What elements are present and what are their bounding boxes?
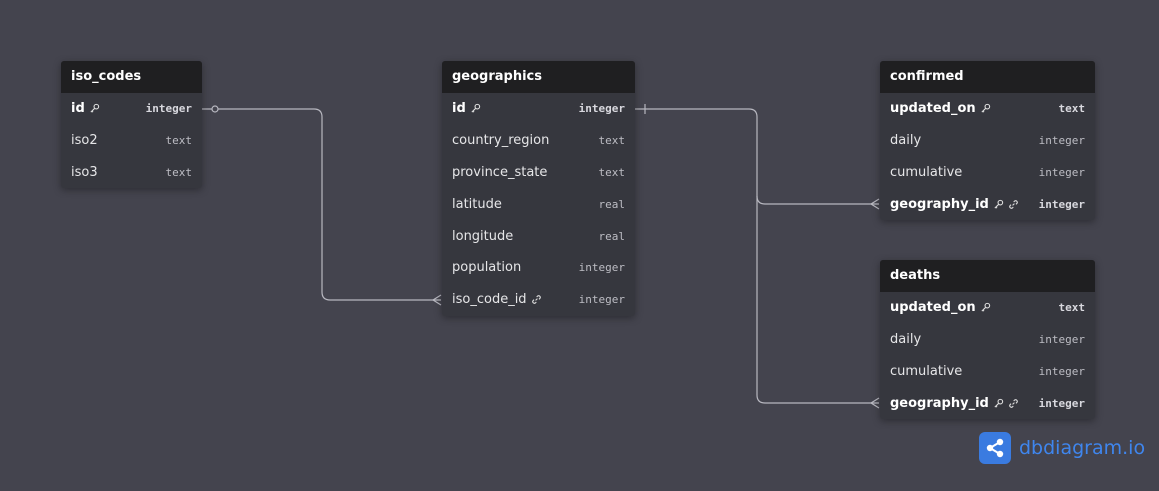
relation-zero-marker	[211, 105, 219, 113]
field-name: country_region	[452, 133, 550, 149]
relation-iso-codes-geographics	[202, 108, 441, 301]
field-type: real	[598, 229, 626, 243]
field-name: id	[452, 101, 466, 117]
field-row-geography-id[interactable]: geography_id integer	[880, 387, 1095, 419]
link-icon	[531, 294, 542, 305]
field-type: integer	[578, 293, 625, 307]
field-name: iso3	[71, 164, 98, 180]
table-header[interactable]: confirmed	[880, 61, 1095, 93]
field-name: iso_code_id	[452, 292, 527, 308]
link-icon	[1008, 398, 1019, 409]
relation-many-marker	[869, 397, 880, 409]
field-name: province_state	[452, 164, 548, 180]
field-type: real	[598, 197, 626, 211]
field-row-longitude[interactable]: longitude real	[442, 220, 635, 252]
field-type: text	[165, 134, 193, 148]
table-header[interactable]: iso_codes	[61, 61, 202, 93]
field-name: updated_on	[890, 101, 976, 117]
field-type: integer	[1038, 197, 1085, 211]
field-row-updated-on[interactable]: updated_on text	[880, 93, 1095, 125]
field-type: integer	[1038, 165, 1085, 179]
table-geographics[interactable]: geographics id integer country_region te…	[442, 61, 635, 316]
field-row-id[interactable]: id integer	[442, 93, 635, 125]
table-header[interactable]: geographics	[442, 61, 635, 93]
brand-name: dbdiagram.io	[1019, 437, 1146, 459]
brand-watermark[interactable]: dbdiagram.io	[979, 432, 1145, 464]
field-type: integer	[578, 261, 625, 275]
link-icon	[1008, 199, 1019, 210]
field-name: population	[452, 260, 522, 276]
field-name: cumulative	[890, 164, 963, 180]
field-row-id[interactable]: id integer	[61, 93, 202, 125]
field-name: geography_id	[890, 395, 989, 411]
field-row-province-state[interactable]: province_state text	[442, 157, 635, 189]
field-type: text	[165, 165, 193, 179]
table-header[interactable]: deaths	[880, 260, 1095, 292]
field-row-iso-code-id[interactable]: iso_code_id integer	[442, 284, 635, 316]
field-row-daily[interactable]: daily integer	[880, 324, 1095, 356]
relation-many-marker	[431, 294, 442, 306]
field-row-iso3[interactable]: iso3 text	[61, 157, 202, 189]
key-icon	[89, 103, 100, 114]
relation-geographics-deaths	[756, 196, 879, 404]
field-type: integer	[1038, 333, 1085, 347]
field-row-updated-on[interactable]: updated_on text	[880, 292, 1095, 324]
field-row-daily[interactable]: daily integer	[880, 125, 1095, 157]
field-name: cumulative	[890, 363, 963, 379]
field-type: integer	[145, 102, 192, 116]
field-name: updated_on	[890, 300, 976, 316]
field-name: id	[71, 101, 85, 117]
field-row-population[interactable]: population integer	[442, 252, 635, 284]
key-icon	[470, 103, 481, 114]
field-name: latitude	[452, 196, 502, 212]
field-type: text	[598, 134, 626, 148]
field-row-cumulative[interactable]: cumulative integer	[880, 157, 1095, 189]
field-name: daily	[890, 332, 922, 348]
field-name: longitude	[452, 228, 514, 244]
field-name: iso2	[71, 133, 98, 149]
key-icon	[980, 302, 991, 313]
field-type: text	[1058, 102, 1086, 116]
field-row-latitude[interactable]: latitude real	[442, 188, 635, 220]
field-name: geography_id	[890, 196, 989, 212]
key-icon	[993, 398, 1004, 409]
field-row-cumulative[interactable]: cumulative integer	[880, 356, 1095, 388]
field-row-iso2[interactable]: iso2 text	[61, 125, 202, 157]
field-row-country-region[interactable]: country_region text	[442, 125, 635, 157]
field-type: text	[598, 165, 626, 179]
key-icon	[993, 199, 1004, 210]
table-iso-codes[interactable]: iso_codes id integer iso2 text iso3 text	[61, 61, 202, 189]
relation-geographics-confirmed	[635, 108, 879, 205]
table-deaths[interactable]: deaths updated_on text daily integer cum…	[880, 260, 1095, 420]
relation-many-marker	[869, 198, 880, 210]
share-icon	[979, 432, 1011, 464]
table-confirmed[interactable]: confirmed updated_on text daily integer …	[880, 61, 1095, 221]
field-name: daily	[890, 133, 922, 149]
field-type: integer	[1038, 396, 1085, 410]
key-icon	[980, 103, 991, 114]
field-row-geography-id[interactable]: geography_id integer	[880, 188, 1095, 220]
field-type: integer	[578, 102, 625, 116]
field-type: integer	[1038, 364, 1085, 378]
field-type: integer	[1038, 134, 1085, 148]
field-type: text	[1058, 301, 1086, 315]
